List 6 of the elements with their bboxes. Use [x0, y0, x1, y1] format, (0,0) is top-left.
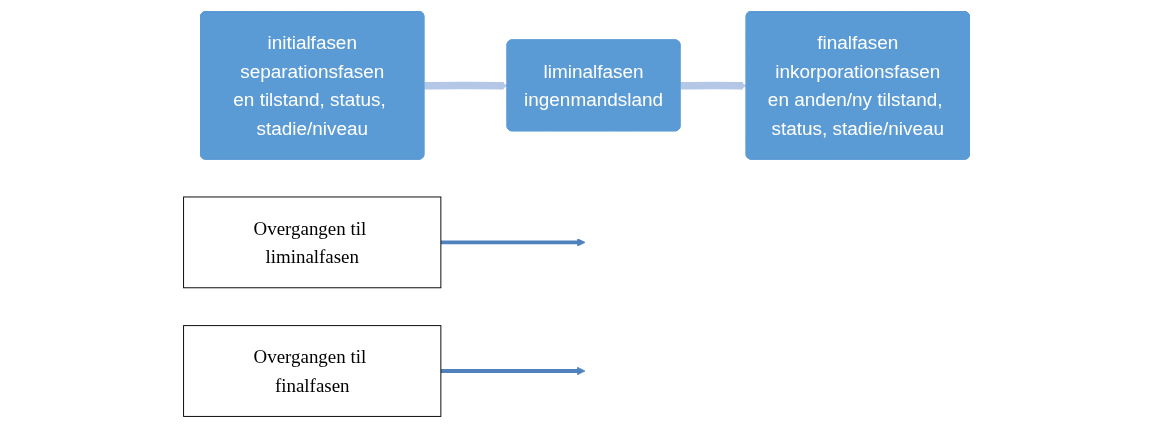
node-box: Overgangen til finalfasen — [182, 324, 441, 417]
arrow — [423, 81, 508, 90]
arrow — [679, 81, 747, 90]
arrow — [440, 237, 585, 247]
arrow — [440, 366, 585, 375]
node-box: Overgangen til liminalfasen — [182, 196, 441, 288]
